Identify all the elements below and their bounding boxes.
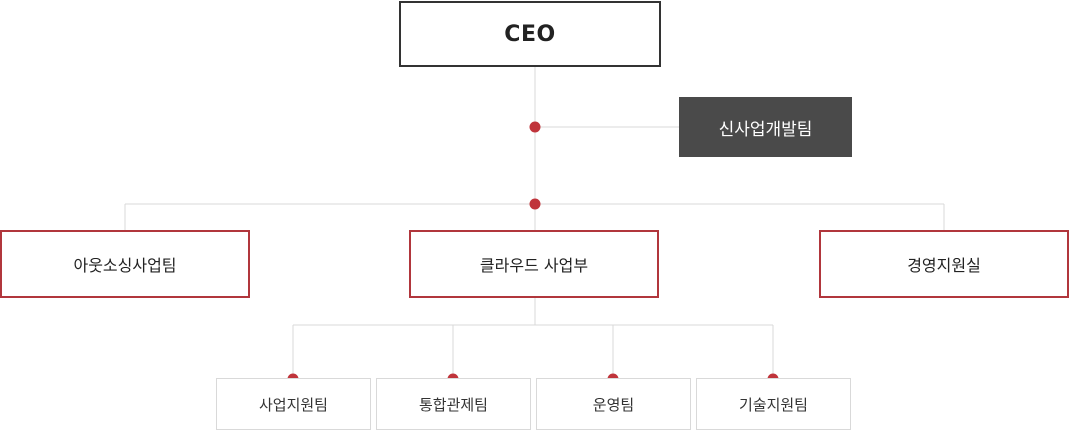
tech-support-team-box: 기술지원팀 [696, 378, 851, 430]
business-support-team-box: 사업지원팀 [216, 378, 371, 430]
outsourcing-team-box: 아웃소싱사업팀 [0, 230, 250, 298]
operations-team-box: 운영팀 [536, 378, 691, 430]
ceo-box: CEO [399, 1, 661, 67]
new-business-team-box: 신사업개발팀 [679, 97, 852, 157]
department-junction-dot [529, 198, 541, 210]
cloud-division-box: 클라우드 사업부 [409, 230, 659, 298]
integrated-control-team-box: 통합관제팀 [376, 378, 531, 430]
management-support-box: 경영지원실 [819, 230, 1069, 298]
new-business-junction-dot [529, 121, 541, 133]
